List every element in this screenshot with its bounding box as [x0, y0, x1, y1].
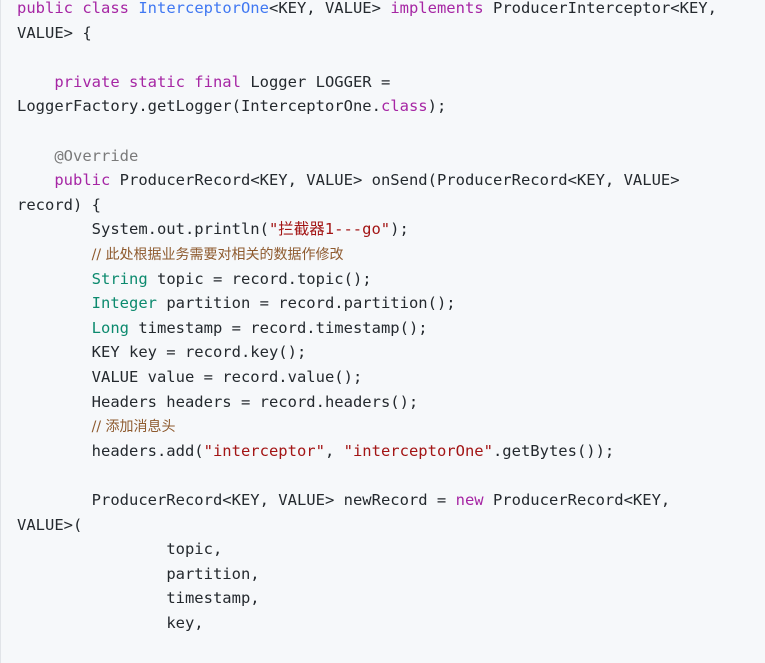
code-keyword: new — [455, 491, 484, 509]
code-line-14: VALUE value = record.value(); — [17, 365, 363, 390]
code-text: ProducerRecord<KEY, VALUE> onSend(Produc… — [119, 171, 680, 190]
code-keyword: implements — [390, 0, 484, 17]
code-text: topic = record.topic(); — [157, 269, 372, 288]
code-keyword: class — [380, 97, 428, 116]
code-string: "interceptorOne" — [343, 441, 493, 460]
code-keyword: public class — [17, 0, 129, 17]
code-string: "拦截器1---go" — [268, 220, 391, 239]
code-type: String — [91, 269, 148, 288]
code-line-2: VALUE> { — [17, 23, 92, 42]
code-line-3: private static final Logger LOGGER = — [17, 70, 390, 95]
code-line-10: String topic = record.topic(); — [17, 267, 372, 292]
code-line-11: Integer partition = record.partition(); — [17, 291, 456, 316]
code-line-22: timestamp, — [17, 586, 260, 611]
code-line-20: topic, — [17, 537, 222, 562]
code-line-13: KEY key = record.key(); — [17, 340, 307, 365]
code-line-6: public ProducerRecord<KEY, VALUE> onSend… — [17, 168, 680, 193]
code-text: partition = record.partition(); — [166, 294, 456, 313]
code-line-4: LoggerFactory.getLogger(InterceptorOne.c… — [17, 94, 446, 119]
code-string: "interceptor" — [203, 441, 325, 460]
code-line-15: Headers headers = record.headers(); — [17, 390, 419, 415]
code-text: partition, — [166, 564, 260, 583]
code-keyword: public — [54, 171, 111, 190]
code-text: Headers headers = record.headers(); — [91, 392, 419, 411]
code-line-5: @Override — [17, 144, 138, 169]
code-text: <KEY, VALUE> — [268, 0, 381, 17]
code-class-name: InterceptorOne — [138, 0, 269, 17]
code-text: , — [324, 441, 344, 460]
code-text: timestamp = record.timestamp(); — [138, 318, 428, 337]
code-text: LoggerFactory.getLogger(InterceptorOne. — [17, 97, 381, 116]
code-line-9: // 此处根据业务需要对相关的数据作修改 — [17, 242, 344, 267]
code-text: KEY key = record.key(); — [91, 343, 307, 362]
code-text: ProducerRecord<KEY, — [492, 491, 671, 509]
code-text: topic, — [166, 540, 223, 559]
code-text: Logger LOGGER = — [250, 72, 391, 91]
code-line-1: public class InterceptorOne<KEY, VALUE> … — [17, 0, 717, 21]
code-text: VALUE value = record.value(); — [91, 368, 363, 386]
code-line-19: VALUE>( — [17, 515, 83, 534]
code-line-21: partition, — [17, 562, 260, 587]
code-comment: // 添加消息头 — [91, 419, 176, 436]
code-text: key, — [166, 614, 204, 632]
code-text: timestamp, — [166, 589, 260, 608]
code-line-17: headers.add("interceptor", "interceptorO… — [17, 439, 615, 464]
code-annotation: @Override — [54, 146, 139, 165]
code-text: ); — [390, 220, 409, 239]
code-comment: // 此处根据业务需要对相关的数据作修改 — [91, 247, 344, 263]
code-line-8: System.out.println("拦截器1---go"); — [17, 217, 409, 242]
code-text: ProducerRecord<KEY, VALUE> newRecord = — [91, 491, 447, 509]
code-text: .getBytes()); — [492, 441, 615, 460]
code-text: headers.add( — [91, 441, 204, 460]
code-type: Long — [91, 318, 129, 337]
code-keyword: private static final — [54, 72, 241, 91]
code-line-16: // 添加消息头 — [17, 414, 176, 439]
code-text: ); — [427, 97, 447, 116]
code-line-12: Long timestamp = record.timestamp(); — [17, 316, 428, 341]
code-line-23: key, — [17, 611, 204, 636]
code-text: System.out.println( — [91, 220, 269, 239]
code-type: Integer — [91, 294, 157, 313]
code-line-18: ProducerRecord<KEY, VALUE> newRecord = n… — [17, 488, 671, 513]
code-line-7: record) { — [17, 195, 101, 214]
code-text: ProducerInterceptor<KEY, — [492, 0, 717, 17]
